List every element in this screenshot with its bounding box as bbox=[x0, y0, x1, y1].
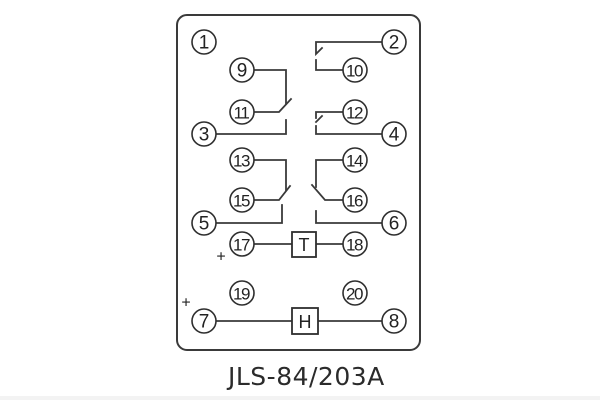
terminal-18: 18 bbox=[342, 231, 368, 257]
svg-text:4: 4 bbox=[389, 125, 400, 146]
svg-text:10: 10 bbox=[346, 62, 363, 81]
svg-text:18: 18 bbox=[346, 236, 363, 255]
relay-housing-frame bbox=[176, 14, 421, 351]
terminal-6: 6 bbox=[381, 210, 407, 236]
svg-text:9: 9 bbox=[237, 61, 248, 82]
terminal-4: 4 bbox=[381, 121, 407, 147]
h-label: H bbox=[299, 312, 312, 332]
svg-text:16: 16 bbox=[346, 192, 363, 211]
contact-9-11-3 bbox=[215, 69, 293, 135]
terminal-11: 11 bbox=[229, 99, 255, 125]
contact-2-10 bbox=[315, 41, 383, 71]
svg-text:15: 15 bbox=[233, 192, 250, 211]
terminal-9: 9 bbox=[229, 57, 255, 83]
svg-text:5: 5 bbox=[199, 214, 210, 235]
terminal-12: 12 bbox=[342, 99, 368, 125]
terminal-15: 15 bbox=[229, 187, 255, 213]
terminal-8: 8 bbox=[381, 308, 407, 334]
terminal-14: 14 bbox=[342, 147, 368, 173]
terminal-13: 13 bbox=[229, 147, 255, 173]
terminal-20: 20 bbox=[342, 280, 368, 306]
svg-text:17: 17 bbox=[233, 236, 250, 255]
contact-12-4 bbox=[314, 111, 383, 135]
contact-14-16-6 bbox=[310, 159, 383, 224]
terminal-3: 3 bbox=[191, 121, 217, 147]
svg-text:8: 8 bbox=[389, 312, 400, 333]
terminal-10: 10 bbox=[342, 57, 368, 83]
terminal-7: 7 bbox=[191, 308, 217, 334]
contact-13-15-5 bbox=[215, 159, 292, 224]
bottom-strip bbox=[0, 396, 600, 400]
h-component: H bbox=[291, 307, 319, 335]
t-component: T bbox=[291, 231, 317, 258]
svg-text:19: 19 bbox=[233, 285, 250, 304]
terminal-5: 5 bbox=[191, 210, 217, 236]
svg-text:7: 7 bbox=[199, 312, 210, 333]
svg-text:12: 12 bbox=[346, 104, 363, 123]
terminal-2: 2 bbox=[381, 29, 407, 55]
t-label: T bbox=[299, 235, 310, 255]
svg-text:3: 3 bbox=[199, 125, 210, 146]
svg-text:13: 13 bbox=[233, 152, 250, 171]
svg-text:2: 2 bbox=[389, 33, 400, 54]
svg-text:14: 14 bbox=[346, 152, 363, 171]
plus-sign-7: + bbox=[181, 295, 190, 312]
terminal-19: 19 bbox=[229, 280, 255, 306]
plus-sign-17: + bbox=[216, 249, 225, 266]
svg-text:20: 20 bbox=[346, 285, 363, 304]
model-caption: JLS-84/203A bbox=[228, 362, 385, 391]
svg-text:1: 1 bbox=[199, 33, 210, 54]
terminal-16: 16 bbox=[342, 187, 368, 213]
svg-text:6: 6 bbox=[389, 214, 400, 235]
svg-text:11: 11 bbox=[234, 104, 250, 123]
terminal-1: 1 bbox=[191, 29, 217, 55]
terminal-17: 17 bbox=[229, 231, 255, 257]
